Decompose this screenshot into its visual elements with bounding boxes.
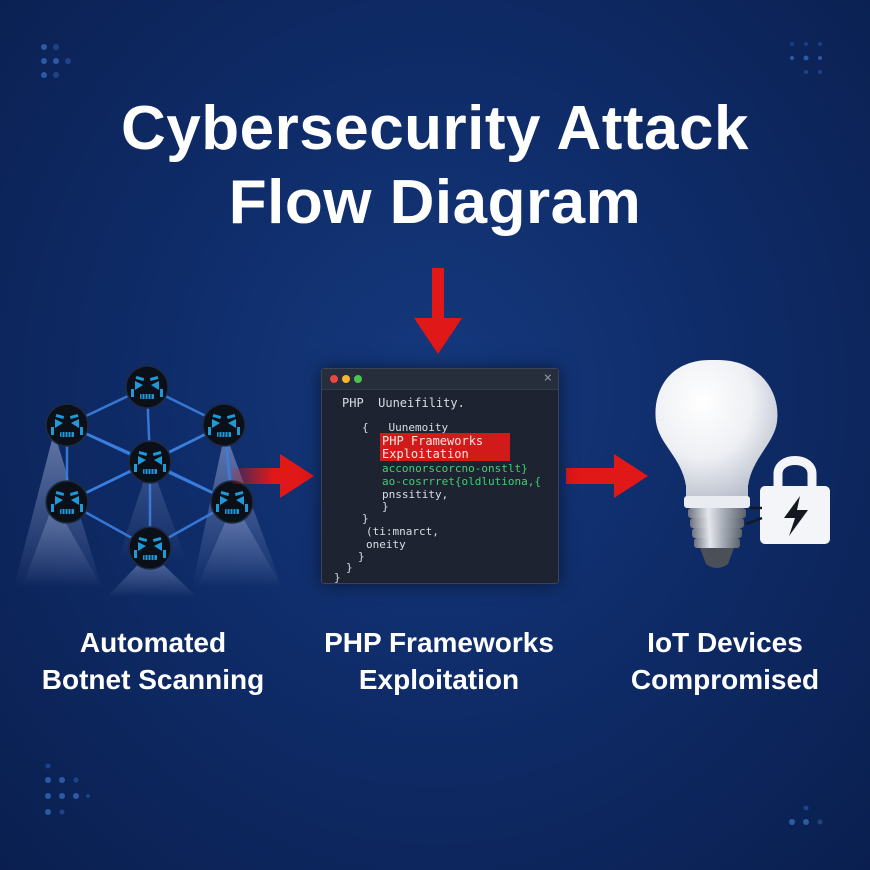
step-label-line: Compromised [630,664,820,695]
step-label-php: PHP Frameworks Exploitation [294,624,584,698]
step-label-line: Botnet Scanning [41,664,265,695]
step-label-line: IoT Devices [647,627,803,658]
code-line: oneity [366,538,406,551]
code-line: PHP Uuneifility. [342,396,465,410]
decorative-dots-bottom-left [45,763,90,815]
title-line-1: Cybersecurity Attack [121,94,749,163]
arrow-right-icon [232,454,314,498]
terminal-title-bar: × [322,369,558,390]
code-line: } [346,561,353,574]
decorative-dots-top-right [790,42,822,74]
code-line: { Uunemoity [362,421,449,434]
code-line: acconorscorcno-onstlt} [382,462,528,475]
arrow-right-icon [566,454,648,498]
lightbulb-icon [655,360,778,568]
close-dot-icon [330,375,338,383]
lock-icon [745,456,830,544]
botnet-network-icon [14,365,282,597]
minimize-dot-icon [342,375,350,383]
code-line: } [334,571,341,584]
code-line: pnssitity, [382,488,449,501]
step-label-line: PHP Frameworks [324,627,554,658]
title-line-2: Flow Diagram [228,168,642,237]
code-terminal-icon: × PHP Uuneifility. { Uunemoity PHP Frame… [321,368,559,584]
maximize-dot-icon [354,375,362,383]
step-label-line: Exploitation [358,664,520,695]
step-label-line: Automated [79,627,227,658]
code-line: ao-cosrrret{oldlutiona,{ [382,475,541,488]
code-line: (ti:mnarct, [366,525,439,538]
decorative-dots-top-left [41,44,71,78]
highlight-box [380,433,510,461]
code-line-highlight: PHP Frameworks [382,434,484,448]
code-line: } [382,500,389,513]
lightbulb-lock-icon [655,360,830,568]
step-label-iot: IoT Devices Compromised [580,624,870,698]
step-label-botnet: Automated Botnet Scanning [8,624,298,698]
code-line-highlight: Exploitation [382,447,469,461]
code-line: } [358,550,365,563]
arrow-down-icon [414,268,462,354]
close-icon: × [543,370,552,386]
code-line: } [362,512,369,525]
diagram-title: Cybersecurity Attack Flow Diagram [0,92,870,240]
decorative-dots-bottom-right [789,805,823,825]
